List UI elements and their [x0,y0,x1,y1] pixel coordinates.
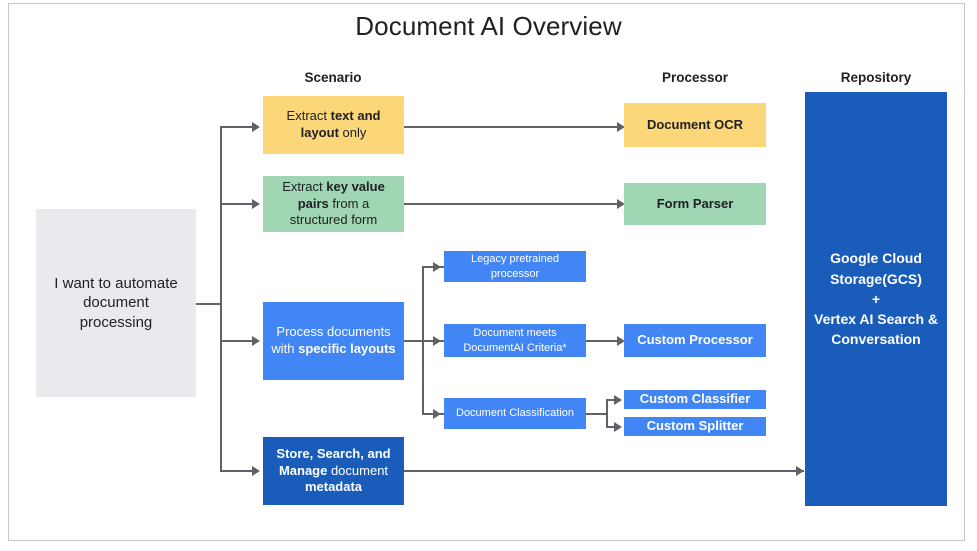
scenario3-pre: Process documents with [271,324,391,356]
arrowhead-scenario3 [252,336,260,346]
connector-trunk-to-scenario2 [220,203,254,205]
scenario3-bold: specific layouts [298,341,396,356]
node-scenario-store-manage[interactable]: Store, Search, and Manage document metad… [263,437,404,505]
connector-scenario3-to-fan [404,340,436,342]
node-repository[interactable]: Google Cloud Storage(GCS) + Vertex AI Se… [805,92,947,506]
arrowhead-document-ocr [617,122,625,132]
node-start[interactable]: I want to automate document processing [36,209,196,397]
node-scenario-text-layout[interactable]: Extract text and layout only [263,96,404,154]
arrowhead-scenario2 [252,199,260,209]
arrowhead-legacy-pretrained [433,262,441,272]
connector-start-trunk [196,303,222,305]
connector-fan2-to-classifier [606,399,620,401]
document-classification-label: Document Classification [456,407,574,420]
legacy-pretrained-label: Legacy pretrained processor [470,253,560,280]
repository-line4: Vertex AI Search & [814,311,938,328]
arrowhead-custom-splitter [614,422,622,432]
connector-criteria-to-custom-processor [586,340,620,342]
connector-store-to-repository [404,470,804,472]
node-custom-processor[interactable]: Custom Processor [624,324,766,357]
scenario1-bold: text and layout [300,108,381,140]
node-documentai-criteria[interactable]: Document meets DocumentAI Criteria* [444,324,586,357]
document-ocr-label: Document OCR [646,116,744,132]
arrowhead-repository [796,466,804,476]
node-scenario-specific-layouts[interactable]: Process documents with specific layouts [263,302,404,380]
arrowhead-custom-classifier [614,395,622,405]
arrowhead-scenario4 [252,466,260,476]
node-form-parser[interactable]: Form Parser [624,183,766,225]
connector-trunk-to-scenario1 [220,126,254,128]
documentai-criteria-label: Document meets DocumentAI Criteria* [463,327,567,354]
column-header-scenario: Scenario [304,70,362,85]
arrowhead-scenario1 [252,122,260,132]
custom-splitter-label: Custom Splitter [646,418,744,434]
column-header-repository: Repository [840,70,912,85]
custom-processor-label: Custom Processor [637,332,753,348]
repository-line5: Conversation [831,331,921,348]
scenario1-post: only [338,125,367,140]
node-custom-splitter[interactable]: Custom Splitter [624,417,766,436]
column-header-processor: Processor [661,70,729,85]
page-title: Document AI Overview [355,11,622,41]
node-scenario-key-value[interactable]: Extract key value pairs from a structure… [263,176,404,232]
form-parser-label: Form Parser [656,195,734,211]
connector-trunk-to-scenario4 [220,470,254,472]
custom-classifier-label: Custom Classifier [639,391,751,407]
node-start-line2: document [83,294,149,312]
arrowhead-documentai-criteria [433,336,441,346]
node-legacy-pretrained[interactable]: Legacy pretrained processor [444,251,586,282]
scenario4-mid: document [327,462,389,478]
repository-line2: Storage(GCS) [830,270,922,287]
scenario1-pre: Extract [286,108,331,124]
connector-fan2-vertical [606,400,608,427]
node-custom-classifier[interactable]: Custom Classifier [624,390,766,409]
connector-trunk-to-scenario3 [220,340,254,342]
connector-scenario1-to-ocr [404,126,620,128]
scenario4-bold1: Store, Search, and Manage [276,446,391,478]
connector-classification-to-fan2 [586,413,608,415]
scenario2-bold: key value pairs [297,179,385,211]
arrowhead-form-parser [617,199,625,209]
scenario2-post: from a structured form [289,195,378,228]
connector-trunk-vertical [220,127,222,471]
node-start-line3: processing [79,313,153,331]
connector-fan2-to-splitter [606,426,620,428]
node-document-ocr[interactable]: Document OCR [624,103,766,147]
arrowhead-document-classification [433,409,441,419]
scenario4-bold2: metadata [304,479,363,495]
node-start-line1: I want to automate [54,275,178,293]
repository-line3: + [871,290,881,307]
node-document-classification[interactable]: Document Classification [444,398,586,429]
arrowhead-custom-processor [617,336,625,346]
scenario2-pre: Extract [282,179,327,195]
connector-scenario2-to-form-parser [404,203,620,205]
repository-line1: Google Cloud [830,250,922,267]
